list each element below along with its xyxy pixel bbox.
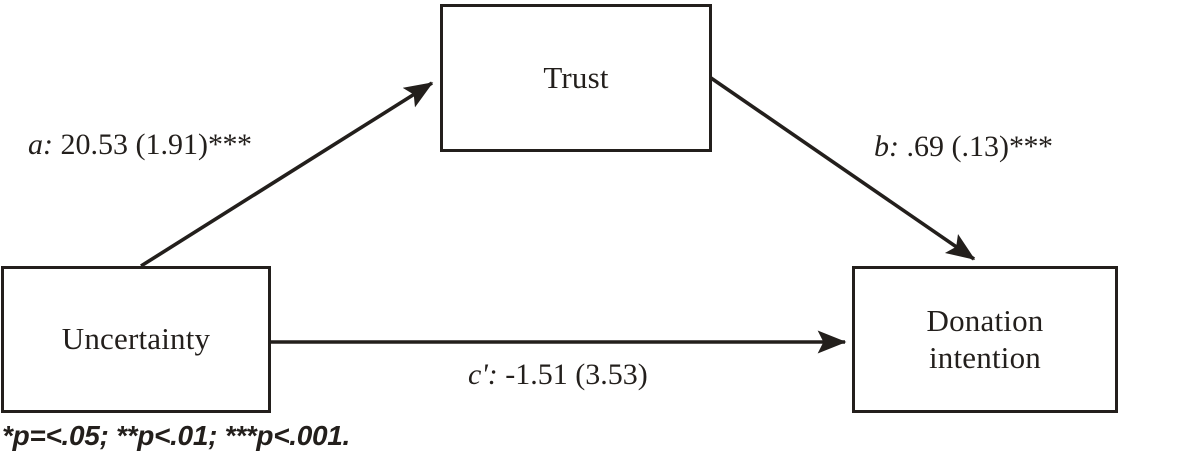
edge-a-label: a: 20.53 (1.91)*** bbox=[28, 128, 252, 162]
edge-a-estimate: 20.53 bbox=[60, 128, 129, 161]
edge-b-label: b: .69 (.13)*** bbox=[874, 130, 1053, 164]
edge-b-coef-name: b: bbox=[874, 130, 899, 163]
edge-c-prime-label: c': -1.51 (3.53) bbox=[468, 358, 648, 392]
edge-a-arrow bbox=[140, 81, 434, 268]
edge-b-arrow bbox=[709, 76, 976, 261]
edge-a-coef-name: a: bbox=[28, 128, 53, 161]
node-uncertainty: Uncertainty bbox=[1, 266, 271, 413]
node-donation-intention: Donation intention bbox=[852, 266, 1118, 413]
node-donation-intention-label: Donation intention bbox=[927, 303, 1044, 376]
node-donation-line2: intention bbox=[928, 339, 1041, 375]
edge-a-stars: *** bbox=[207, 128, 252, 161]
node-trust: Trust bbox=[440, 4, 712, 152]
node-uncertainty-label: Uncertainty bbox=[61, 321, 211, 357]
node-trust-label: Trust bbox=[543, 59, 609, 95]
significance-footnote: *p=<.05; **p<.01; ***p<.001. bbox=[2, 420, 351, 451]
edge-b-se: (.13) bbox=[951, 130, 1009, 163]
node-donation-line1: Donation bbox=[926, 302, 1044, 338]
edge-b-stars: *** bbox=[1008, 130, 1053, 163]
edge-c-prime-se: (3.53) bbox=[575, 358, 648, 391]
edge-c-prime-estimate: -1.51 bbox=[505, 358, 568, 391]
edge-b-estimate: .69 bbox=[906, 130, 945, 163]
edge-c-prime-coef-name: c': bbox=[468, 358, 498, 391]
edge-a-se: (1.91) bbox=[135, 128, 208, 161]
